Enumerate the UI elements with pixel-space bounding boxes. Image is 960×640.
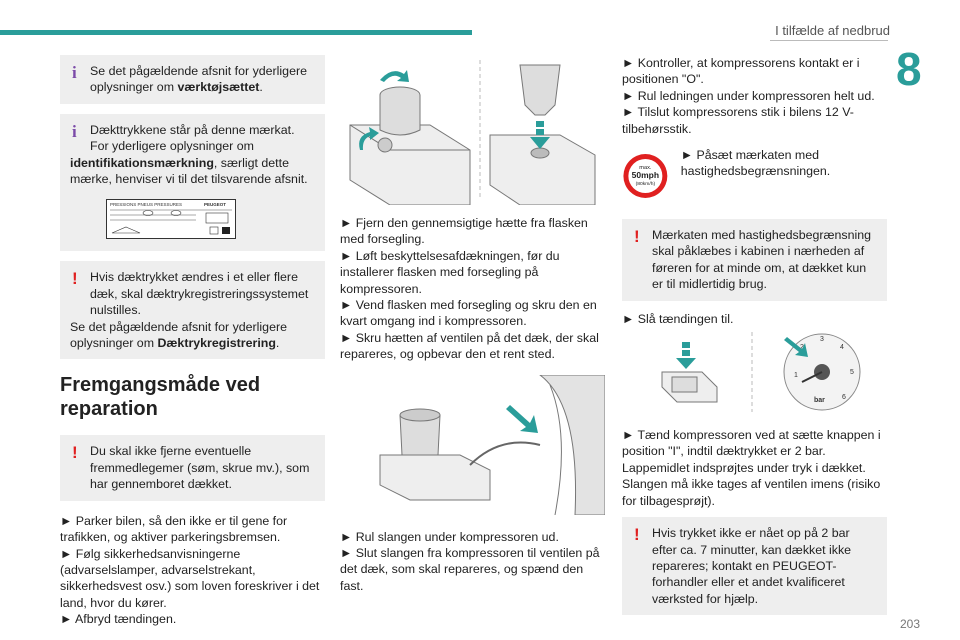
warning-icon: ! (72, 443, 78, 463)
page-number: 203 (900, 617, 921, 631)
warning-text-more: Se det pågældende afsnit for yderligere … (70, 319, 287, 351)
column-left: i Se det pågældende afsnit for yderliger… (60, 55, 325, 628)
speed-limit-step: ► Påsæt mærkaten med hastighedsbegrænsni… (680, 148, 831, 179)
tyre-pressure-label-image: PRESSIONS PNEUS PRESSURES PEUGEOT (106, 199, 236, 240)
speed-limit-row: max. 50mph (80km/h) ► Påsæt mærkaten med… (622, 143, 887, 209)
compressor-gauge-illustration: 1 2 3 4 5 6 bar (661, 332, 861, 413)
section-title: I tilfælde af nedbrud (775, 23, 890, 38)
step-item: ► Slå tændingen til. (622, 311, 734, 326)
gauge-tick: 6 (842, 394, 846, 401)
warning-text: Mærkaten med hastighedsbegrænsning skal … (652, 228, 872, 292)
warning-icon: ! (634, 525, 640, 545)
step-item: ► Tænd kompressoren ved at sætte knappen… (622, 428, 881, 508)
tyre-label-title: PRESSIONS PNEUS PRESSURES (110, 202, 182, 207)
column-right: ► Kontroller, at kompressorens kontakt e… (622, 55, 887, 625)
chapter-number: 8 (896, 43, 922, 95)
header-accent-bar (0, 30, 472, 35)
step-item: ► Afbryd tændingen. (60, 612, 177, 627)
warning-text: Du skal ikke fjerne eventuelle fremmedle… (90, 444, 310, 492)
warning-text: Hvis dæktrykket ændres i et eller flere … (90, 270, 309, 318)
warning-icon: ! (72, 269, 78, 289)
speed-limit-sticker-icon: max. 50mph (80km/h) (623, 154, 668, 198)
warning-box-foreign-objects: ! Du skal ikke fjerne eventuelle fremmed… (60, 435, 325, 501)
gauge-tick: 3 (820, 336, 824, 343)
hose-connection-illustration (379, 374, 605, 515)
warning-text: Hvis trykket ikke er nået op på 2 bar ef… (652, 526, 852, 606)
gauge-tick: 4 (840, 344, 844, 351)
column-middle: ► Fjern den gennemsigtige hætte fra flas… (340, 55, 605, 594)
step-item: ► Følg sikkerhedsanvisningerne (advarsel… (60, 546, 320, 610)
step-item: ► Rul ledningen under kompressoren helt … (622, 88, 875, 103)
step-item: ► Fjern den gennemsigtige hætte fra flas… (340, 216, 588, 247)
speed-sign-sub: (80km/h) (636, 181, 656, 187)
warning-icon: ! (634, 227, 640, 247)
tyre-label-brand: PEUGEOT (204, 202, 226, 207)
warning-box-speed-sticker: ! Mærkaten med hastighedsbegrænsning ska… (622, 219, 887, 301)
warning-box-pressure-reset: ! Hvis dæktrykket ændres i et eller fler… (60, 261, 325, 360)
gauge-tick: 2 (800, 344, 804, 351)
gauge-tick: 1 (794, 372, 798, 379)
header-rule (770, 40, 888, 41)
step-item: ► Rul slangen under kompressoren ud. (340, 529, 559, 544)
step-item: ► Tilslut kompressorens stik i bilens 12… (622, 105, 854, 136)
step-item: ► Kontroller, at kompressorens kontakt e… (622, 56, 860, 87)
step-item: ► Skru hætten af ventilen på det dæk, de… (340, 330, 599, 362)
step-item: ► Vend flasken med forsegling og skru de… (340, 298, 597, 329)
section-heading: Fremgangsmåde ved reparation (60, 374, 261, 421)
gauge-unit: bar (814, 397, 825, 404)
step-item: ► Parker bilen, så den ikke er til gene … (60, 513, 288, 545)
step-item: ► Løft beskyttelsesafdækningen, før du i… (340, 248, 560, 296)
speed-sign-max: max. (639, 165, 652, 171)
info-text: Dækttrykkene står på denne mærkat. For y… (70, 122, 308, 187)
warning-box-pressure-timeout: ! Hvis trykket ikke er nået op på 2 bar … (622, 517, 887, 616)
sealant-bottle-illustration (349, 60, 596, 205)
gauge-tick: 5 (850, 369, 854, 376)
info-box-toolkit: i Se det pågældende afsnit for yderliger… (60, 55, 325, 104)
info-text: Se det pågældende afsnit for yderligere … (90, 64, 307, 95)
speed-sign-value: 50mph (632, 170, 659, 180)
info-icon: i (72, 121, 77, 141)
info-box-tyre-label: i Dækttrykkene står på denne mærkat. For… (60, 113, 325, 252)
step-item: ► Slut slangen fra kompressoren til vent… (340, 546, 600, 593)
info-icon: i (72, 63, 77, 82)
